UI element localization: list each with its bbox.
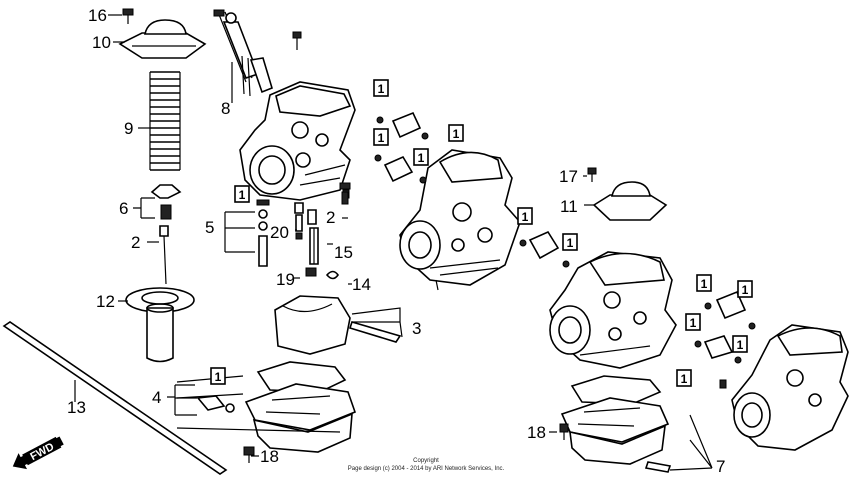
box-marker: 1 [373,79,389,97]
fuel-joint-side [519,230,570,268]
float-bowl-assembly-right [559,375,672,473]
part-top-cap-11 [587,167,668,221]
svg-text:1: 1 [681,372,688,386]
box-marker: 1 [517,207,533,225]
svg-text:1: 1 [453,127,460,141]
svg-text:1: 1 [690,316,697,330]
svg-text:1: 1 [522,210,529,224]
fuel-joint-pipes-right [694,290,756,389]
part-needle-holder-6 [150,184,182,220]
part-top-cap-10 [118,19,207,59]
callout-13: 13 [67,398,86,417]
callout-8: 8 [221,99,230,118]
svg-text:FWD: FWD [28,441,56,463]
svg-text:1: 1 [378,82,385,96]
carburetor-body-2 [399,149,521,291]
callout-3: 3 [412,319,421,338]
svg-text:1: 1 [378,131,385,145]
box-marker-group: 1 1 1 1 1 1 1 1 1 1 1 1 1 [210,79,753,387]
svg-text:1: 1 [418,151,425,165]
callout-9: 9 [124,119,133,138]
box-marker: 1 [210,367,226,385]
leader-lines [74,14,713,471]
box-marker: 1 [732,335,748,353]
callout-14: 14 [352,275,371,294]
callout-12: 12 [96,292,115,311]
forward-arrow-icon: FWD [12,436,64,470]
callout-18-right: 18 [527,423,546,442]
callout-2-right: 2 [326,208,335,227]
callout-16: 16 [88,6,107,25]
part-diaphragm-12 [125,287,195,363]
part-jet-needle-2 [159,225,169,285]
callout-5: 5 [205,218,214,237]
callout-4: 4 [152,388,161,407]
box-marker: 1 [448,124,464,142]
svg-text:1: 1 [742,283,749,297]
callout-7: 7 [716,457,725,476]
copyright-notice: Copyright Page design (c) 2004 - 2014 by… [348,458,505,472]
svg-text:1: 1 [701,277,708,291]
part-spring-9 [149,71,181,171]
box-marker: 1 [696,274,712,292]
box-marker: 1 [737,280,753,298]
part-float-3 [274,295,402,355]
callout-10: 10 [92,33,111,52]
callout-17: 17 [559,167,578,186]
part-pilot-screw-set-5 [224,199,270,267]
svg-text:Page design (c) 2004 - 2014 by: Page design (c) 2004 - 2014 by ARI Netwo… [348,466,505,472]
part-screw-16 [122,8,134,24]
float-bowl-assembly-left [196,361,357,463]
callout-15: 15 [334,243,353,262]
callout-18-left: 18 [260,447,279,466]
box-marker: 1 [685,313,701,331]
callout-20: 20 [270,223,289,242]
fuel-joint-pipes-upper [374,111,429,184]
part-jets-20-15-19-2 [294,182,351,280]
carburetor-body-1 [239,31,356,201]
svg-text:1: 1 [567,236,574,250]
callout-6: 6 [119,199,128,218]
callout-11: 11 [560,197,578,216]
svg-text:Copyright: Copyright [413,458,439,464]
callout-labels: 16 10 9 8 6 5 2 2 20 15 19 14 12 3 4 13 … [67,6,725,476]
part-throttle-rod-13 [2,321,228,475]
callout-19: 19 [276,270,295,289]
svg-text:1: 1 [737,338,744,352]
carburetor-body-4 [731,324,849,451]
part-adjust-screws-8 [213,9,273,97]
callout-2-left: 2 [131,233,140,252]
carburetor-body-3 [549,251,677,369]
box-marker: 1 [413,148,429,166]
svg-text:1: 1 [239,188,246,202]
box-marker: 1 [373,128,389,146]
svg-text:1: 1 [215,370,222,384]
box-marker: 1 [562,233,578,251]
box-marker: 1 [234,185,250,203]
box-marker: 1 [676,369,692,387]
